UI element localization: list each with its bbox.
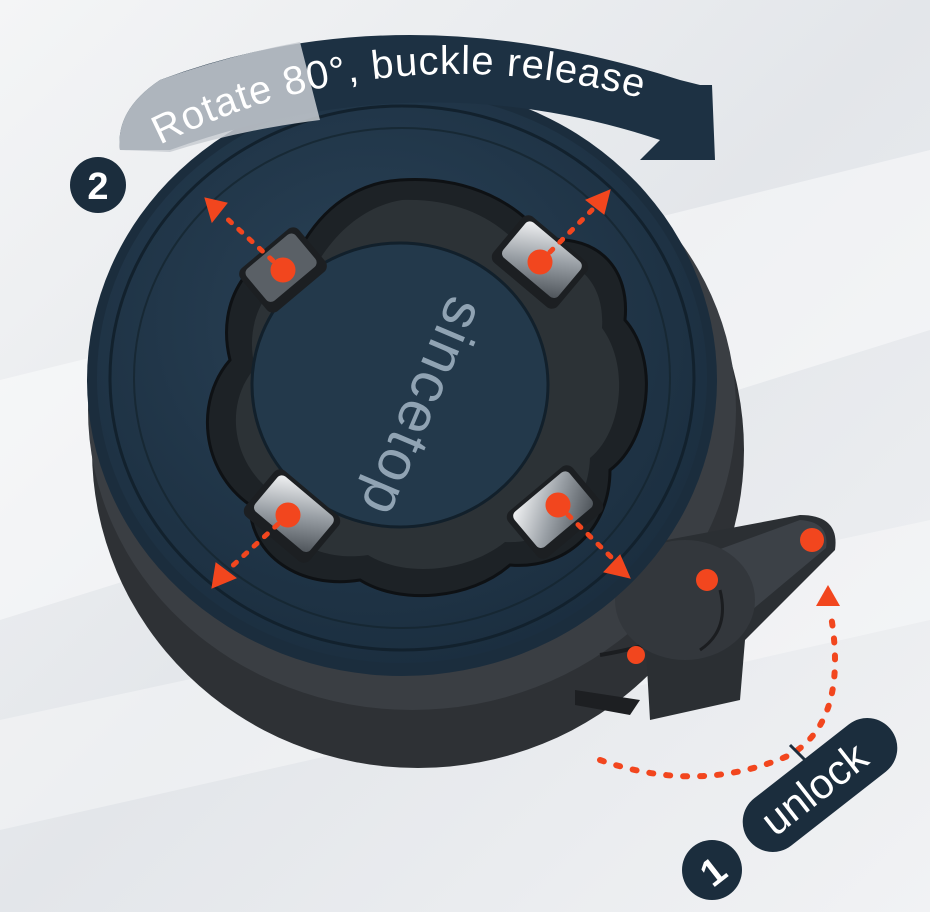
step-2-badge: 2: [70, 157, 126, 213]
unlock-pill: [742, 718, 898, 852]
svg-text:2: 2: [87, 166, 108, 208]
step-1-badge: 1: [682, 840, 742, 900]
center-plate: [250, 241, 550, 529]
unlock-connector: [788, 743, 807, 762]
rotate-banner: [119, 35, 715, 160]
unlock-lever[interactable]: [575, 515, 836, 720]
lever-pivot-dots: [627, 528, 824, 664]
unlock-direction-arrow: [597, 585, 840, 780]
clamp-expand-indicators: [204, 189, 631, 589]
